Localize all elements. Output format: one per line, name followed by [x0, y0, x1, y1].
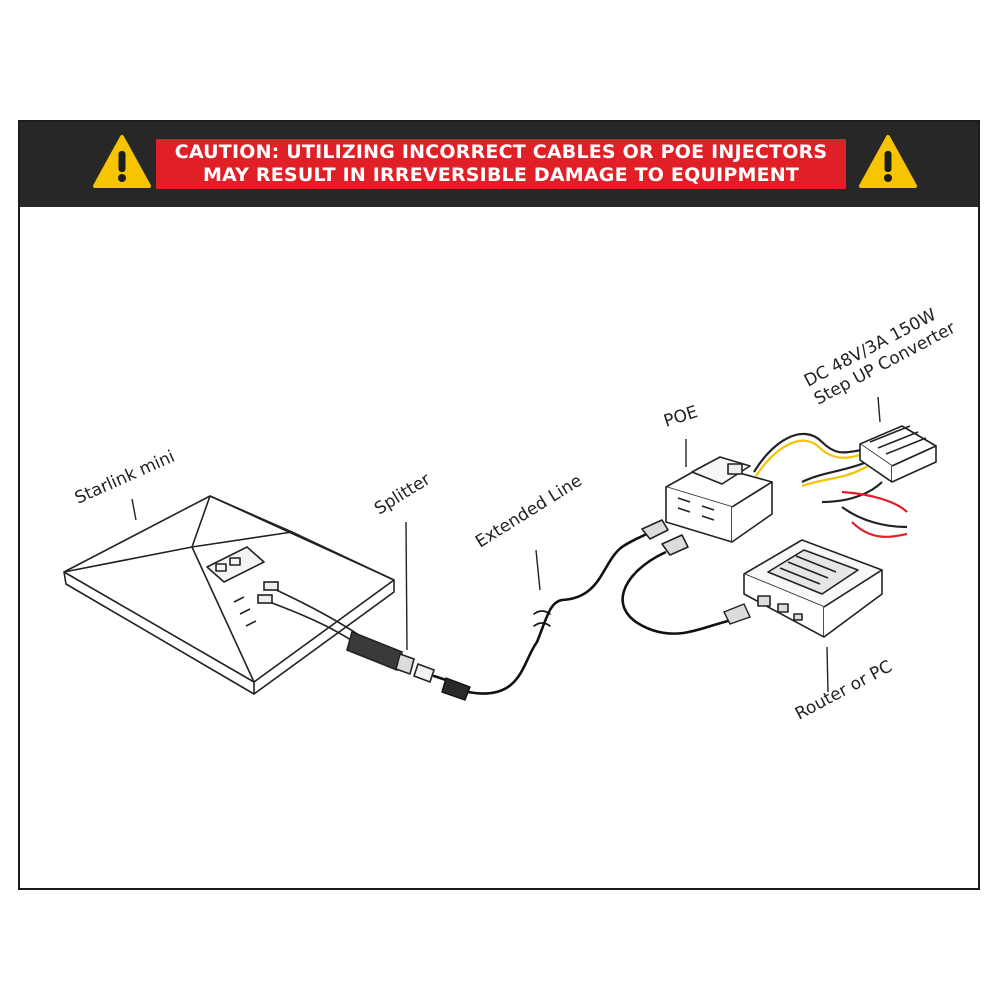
converter-wires [753, 432, 908, 538]
label-poe: POE [661, 402, 700, 432]
label-starlink-mini: Starlink mini [72, 447, 178, 509]
connection-diagram: Starlink mini Splitter Extended Line POE… [63, 305, 959, 725]
poe-router-cable [621, 550, 733, 635]
caution-line-2: MAY RESULT IN IRREVERSIBLE DAMAGE TO EQU… [202, 164, 800, 186]
diagram-frame: CAUTION: UTILIZING INCORRECT CABLES OR P… [18, 120, 980, 890]
caution-line-1: CAUTION: UTILIZING INCORRECT CABLES OR P… [174, 141, 828, 163]
label-extended-line: Extended Line [472, 471, 586, 552]
step-up-converter [859, 425, 937, 483]
warning-triangle-icon [93, 135, 151, 188]
router-or-pc [743, 539, 883, 638]
splitter [257, 581, 436, 684]
extended-line-cable [432, 530, 652, 701]
caution-banner: CAUTION: UTILIZING INCORRECT CABLES OR P… [20, 122, 978, 207]
poe-injector [641, 456, 773, 556]
label-splitter: Splitter [371, 470, 434, 520]
caution-text: CAUTION: UTILIZING INCORRECT CABLES OR P… [156, 139, 846, 189]
router-cable-plug [723, 603, 751, 625]
leader-lines [131, 396, 881, 693]
label-router-or-pc: Router or PC [792, 657, 896, 725]
starlink-mini-dish [63, 495, 395, 695]
warning-triangle-icon [859, 135, 917, 188]
